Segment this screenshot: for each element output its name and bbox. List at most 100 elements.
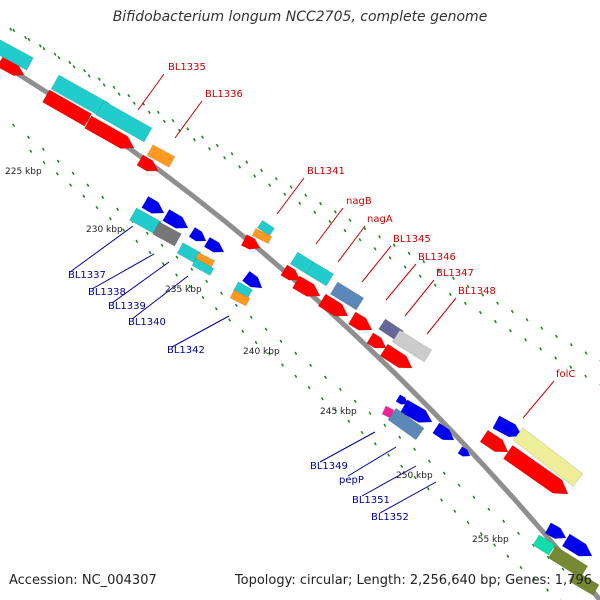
tick-dot-89 xyxy=(108,217,112,221)
tick-dot-63 xyxy=(309,363,313,368)
tick-dot-16 xyxy=(223,156,227,160)
tick-dot-152 xyxy=(422,259,426,264)
tick-dot-137 xyxy=(201,135,205,139)
forward-gene-leader-2 xyxy=(174,100,203,139)
tick-dot-88 xyxy=(95,205,99,210)
tick-dot-44 xyxy=(27,135,30,140)
tick-dot-159 xyxy=(525,318,529,322)
gene-arrow-43 xyxy=(479,429,509,453)
tick-dot-83 xyxy=(29,149,33,154)
tick-dot-52 xyxy=(145,231,149,236)
forward-gene-label-2: BL1336 xyxy=(205,89,243,100)
reverse-gene-label-4: BL1340 xyxy=(128,317,166,328)
tick-dot-69 xyxy=(398,435,402,440)
tick-label-6: 250 kbp xyxy=(396,471,433,481)
tick-dot-95 xyxy=(188,284,192,289)
tick-dot-15 xyxy=(208,146,211,151)
tick-dot-35 xyxy=(509,328,512,333)
forward-gene-label-5: nagA xyxy=(367,214,393,225)
tick-dot-71 xyxy=(427,459,431,464)
tick-dot-66 xyxy=(353,399,357,404)
tick-dot-3 xyxy=(27,37,31,42)
tick-dot-94 xyxy=(175,273,179,277)
tick-dot-75 xyxy=(487,507,491,512)
tick-dot-67 xyxy=(368,411,372,416)
tick-dot-109 xyxy=(373,442,377,446)
tick-dot-157 xyxy=(496,301,500,305)
forward-gene-label-1: BL1335 xyxy=(168,62,206,73)
tick-dot-151 xyxy=(407,251,411,256)
tick-dot-115 xyxy=(453,509,457,514)
tick-dot-26 xyxy=(373,247,377,251)
tick-dot-54 xyxy=(175,255,179,260)
gene-arrow-42 xyxy=(512,427,584,487)
tick-dot-7 xyxy=(87,74,91,78)
tick-dot-43 xyxy=(12,123,16,128)
tick-dot-144 xyxy=(304,193,308,198)
tick-dot-48 xyxy=(86,183,90,188)
forward-gene-leader-6 xyxy=(361,245,392,283)
tick-dot-105 xyxy=(320,397,324,401)
gene-arrow-41 xyxy=(492,415,523,438)
tick-dot-60 xyxy=(264,327,268,332)
tick-dot-39 xyxy=(569,365,573,369)
tick-dot-155 xyxy=(466,284,470,289)
tick-dot-27 xyxy=(388,256,392,260)
gene-arrow-1 xyxy=(0,39,34,71)
tick-dot-56 xyxy=(205,279,209,284)
gene-labels: BL1335BL1336BL1341nagBnagABL1345BL1346BL… xyxy=(68,62,575,523)
tick-dot-77 xyxy=(517,531,521,536)
tick-dot-50 xyxy=(116,207,120,212)
tick-label-1: 225 kbp xyxy=(5,167,42,177)
tick-dot-28 xyxy=(403,265,407,269)
tick-dot-20 xyxy=(283,192,287,196)
tick-dot-31 xyxy=(448,292,452,297)
reverse-gene-leader-8 xyxy=(361,465,417,497)
tick-dot-141 xyxy=(260,168,264,173)
tick-dot-99 xyxy=(241,329,245,334)
tick-dot-142 xyxy=(274,176,278,181)
tick-dot-116 xyxy=(466,520,470,525)
tick-dot-40 xyxy=(584,374,588,378)
forward-gene-label-4: nagB xyxy=(346,196,372,207)
tick-dot-33 xyxy=(478,310,482,315)
tick-dot-37 xyxy=(539,347,543,351)
forward-gene-leader-7 xyxy=(385,263,417,301)
forward-gene-label-8: BL1347 xyxy=(436,268,474,279)
gene-arrow-7 xyxy=(146,144,176,168)
tick-dot-93 xyxy=(161,262,165,266)
label-leaders xyxy=(69,73,555,514)
gene-arrow-18 xyxy=(241,270,263,289)
tick-dot-8 xyxy=(102,83,106,87)
forward-gene-label-7: BL1346 xyxy=(418,252,456,263)
tick-dot-87 xyxy=(82,194,86,199)
tick-dot-73 xyxy=(457,483,461,488)
gene-arrow-27 xyxy=(292,275,321,297)
tick-dot-101 xyxy=(267,352,271,356)
tick-dot-46 xyxy=(56,159,60,164)
gene-arrow-48 xyxy=(547,545,589,579)
gene-arrow-15 xyxy=(176,242,202,264)
tick-dot-24 xyxy=(343,228,347,233)
tick-dot-22 xyxy=(313,210,317,215)
tick-dot-130 xyxy=(97,77,101,81)
tick-dots xyxy=(0,21,600,600)
tick-dot-147 xyxy=(348,218,352,222)
gene-arrow-8 xyxy=(136,154,159,172)
reverse-gene-label-6: BL1349 xyxy=(310,461,348,472)
tick-dot-34 xyxy=(493,319,497,324)
reverse-gene-leader-4 xyxy=(131,275,189,320)
gene-arrow-23 xyxy=(240,234,261,250)
forward-gene-leader-8 xyxy=(404,279,435,317)
forward-gene-leader-10 xyxy=(522,380,555,419)
tick-dot-161 xyxy=(555,334,559,339)
tick-dot-21 xyxy=(298,201,302,206)
tick-dot-103 xyxy=(294,374,298,379)
gene-arrow-45 xyxy=(532,534,556,556)
tick-dot-59 xyxy=(249,315,253,320)
tick-dot-80 xyxy=(561,567,565,572)
tick-label-5: 245 kbp xyxy=(320,407,357,417)
gene-features xyxy=(0,39,600,596)
reverse-gene-leader-9 xyxy=(379,481,437,514)
tick-dot-150 xyxy=(392,243,396,247)
